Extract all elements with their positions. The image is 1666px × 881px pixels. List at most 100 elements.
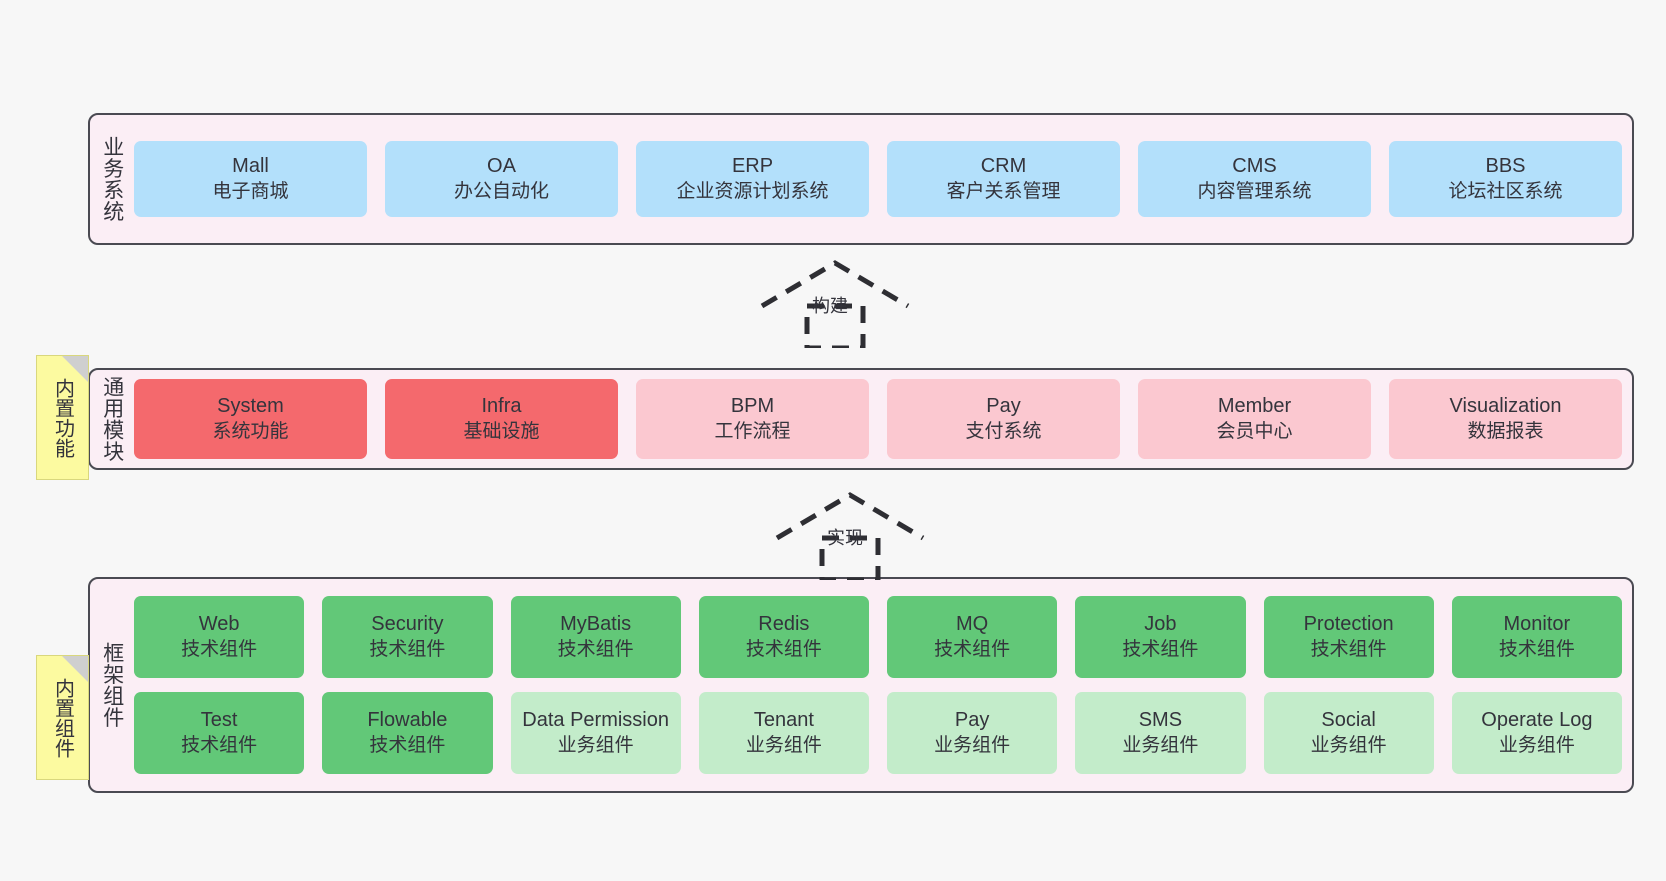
card-redis-en: Redis (758, 613, 810, 636)
card-redis[interactable]: Redis 技术组件 (698, 596, 869, 678)
card-data-permission-cn: 业务组件 (557, 734, 634, 756)
card-monitor-cn: 技术组件 (1498, 638, 1575, 660)
card-cms-cn: 内容管理系统 (1197, 180, 1312, 202)
card-oa-en: OA (487, 155, 516, 178)
card-mybatis-cn: 技术组件 (557, 638, 634, 660)
card-mq-cn: 技术组件 (934, 638, 1011, 660)
note-builtin-component[interactable]: 内置组件 (36, 655, 89, 780)
card-protection-en: Protection (1303, 613, 1394, 636)
framework-business-row: Test 技术组件 Flowable 技术组件 Data Permission … (134, 692, 1622, 774)
band-framework-components: 框架组件 Web 技术组件 Security 技术组件 MyBatis 技术组件… (88, 577, 1634, 793)
card-pay-component[interactable]: Pay 业务组件 (887, 692, 1058, 774)
card-operate-log[interactable]: Operate Log 业务组件 (1451, 692, 1622, 774)
band-business-systems: 业务系统 Mall 电子商城 OA 办公自动化 ERP 企业资源计划系统 CRM (88, 113, 1634, 245)
card-monitor-en: Monitor (1503, 613, 1571, 636)
business-systems-row: Mall 电子商城 OA 办公自动化 ERP 企业资源计划系统 CRM 客户关系… (134, 141, 1622, 217)
common-modules-row: System 系统功能 Infra 基础设施 BPM 工作流程 Pay 支付系统… (134, 379, 1622, 459)
card-sms-cn: 业务组件 (1122, 734, 1199, 756)
card-erp-cn: 企业资源计划系统 (676, 180, 829, 202)
arrow-build-label: 构建 (812, 296, 848, 316)
card-web[interactable]: Web 技术组件 (134, 596, 305, 678)
card-mall-cn: 电子商城 (212, 180, 289, 202)
card-visualization-en: Visualization (1449, 395, 1562, 418)
band-body-common-modules: System 系统功能 Infra 基础设施 BPM 工作流程 Pay 支付系统… (134, 370, 1632, 468)
card-redis-cn: 技术组件 (745, 638, 822, 660)
card-system-en: System (217, 395, 284, 418)
card-tenant[interactable]: Tenant 业务组件 (698, 692, 869, 774)
card-mall-en: Mall (232, 155, 269, 178)
card-member[interactable]: Member 会员中心 (1138, 379, 1371, 459)
card-security-cn: 技术组件 (369, 638, 446, 660)
card-protection[interactable]: Protection 技术组件 (1263, 596, 1434, 678)
card-bbs[interactable]: BBS 论坛社区系统 (1389, 141, 1622, 217)
card-monitor[interactable]: Monitor 技术组件 (1451, 596, 1622, 678)
card-social[interactable]: Social 业务组件 (1263, 692, 1434, 774)
card-flowable[interactable]: Flowable 技术组件 (322, 692, 493, 774)
card-bpm-en: BPM (730, 395, 775, 418)
card-crm[interactable]: CRM 客户关系管理 (887, 141, 1120, 217)
card-mall[interactable]: Mall 电子商城 (134, 141, 367, 217)
band-label-business-systems: 业务系统 (100, 136, 124, 222)
card-web-cn: 技术组件 (181, 638, 258, 660)
band-label-common-modules: 通用模块 (100, 376, 124, 462)
card-member-cn: 会员中心 (1216, 420, 1293, 442)
card-system[interactable]: System 系统功能 (134, 379, 367, 459)
card-test-en: Test (200, 709, 238, 732)
card-test-cn: 技术组件 (181, 734, 258, 756)
card-test[interactable]: Test 技术组件 (134, 692, 305, 774)
card-social-en: Social (1321, 709, 1376, 732)
note-builtin-function-text: 内置功能 (51, 377, 74, 458)
arrow-implement: 实现 (765, 490, 935, 583)
card-oa-cn: 办公自动化 (453, 180, 549, 202)
card-pay-module-cn: 支付系统 (965, 420, 1042, 442)
card-pay-component-cn: 业务组件 (934, 734, 1011, 756)
card-infra-cn: 基础设施 (463, 420, 540, 442)
card-cms[interactable]: CMS 内容管理系统 (1138, 141, 1371, 217)
card-pay-component-en: Pay (954, 709, 990, 732)
band-common-modules: 通用模块 System 系统功能 Infra 基础设施 BPM 工作流程 Pay (88, 368, 1634, 470)
card-sms-en: SMS (1138, 709, 1183, 732)
card-member-en: Member (1217, 395, 1292, 418)
card-pay-module[interactable]: Pay 支付系统 (887, 379, 1120, 459)
card-erp-en: ERP (731, 155, 774, 178)
card-infra-en: Infra (481, 395, 522, 418)
card-data-permission-en: Data Permission (522, 709, 669, 732)
card-bbs-cn: 论坛社区系统 (1448, 180, 1563, 202)
card-job[interactable]: Job 技术组件 (1075, 596, 1246, 678)
card-system-cn: 系统功能 (212, 420, 289, 442)
card-tenant-cn: 业务组件 (745, 734, 822, 756)
card-sms[interactable]: SMS 业务组件 (1075, 692, 1246, 774)
card-pay-module-en: Pay (986, 395, 1021, 418)
card-data-permission[interactable]: Data Permission 业务组件 (510, 692, 681, 774)
card-mq-en: MQ (956, 613, 989, 636)
band-label-framework-components: 框架组件 (100, 642, 124, 728)
note-builtin-component-text: 内置组件 (51, 677, 74, 758)
card-security-en: Security (371, 613, 444, 636)
card-crm-cn: 客户关系管理 (946, 180, 1061, 202)
card-tenant-en: Tenant (753, 709, 814, 732)
card-crm-en: CRM (980, 155, 1027, 178)
card-security[interactable]: Security 技术组件 (322, 596, 493, 678)
card-web-en: Web (198, 613, 240, 636)
arrow-implement-label: 实现 (827, 528, 863, 548)
card-visualization-cn: 数据报表 (1467, 420, 1544, 442)
note-builtin-function[interactable]: 内置功能 (36, 355, 89, 480)
card-erp[interactable]: ERP 企业资源计划系统 (636, 141, 869, 217)
card-bpm[interactable]: BPM 工作流程 (636, 379, 869, 459)
card-mq[interactable]: MQ 技术组件 (887, 596, 1058, 678)
card-infra[interactable]: Infra 基础设施 (385, 379, 618, 459)
card-oa[interactable]: OA 办公自动化 (385, 141, 618, 217)
card-cms-en: CMS (1232, 155, 1277, 178)
card-protection-cn: 技术组件 (1310, 638, 1387, 660)
band-body-framework-components: Web 技术组件 Security 技术组件 MyBatis 技术组件 Redi… (134, 579, 1632, 791)
card-flowable-en: Flowable (367, 709, 448, 732)
card-mybatis[interactable]: MyBatis 技术组件 (510, 596, 681, 678)
card-flowable-cn: 技术组件 (369, 734, 446, 756)
card-mybatis-en: MyBatis (560, 613, 632, 636)
card-job-en: Job (1144, 613, 1177, 636)
card-visualization[interactable]: Visualization 数据报表 (1389, 379, 1622, 459)
note-fold-icon (62, 656, 88, 682)
card-operate-log-cn: 业务组件 (1498, 734, 1575, 756)
card-bpm-cn: 工作流程 (714, 420, 791, 442)
